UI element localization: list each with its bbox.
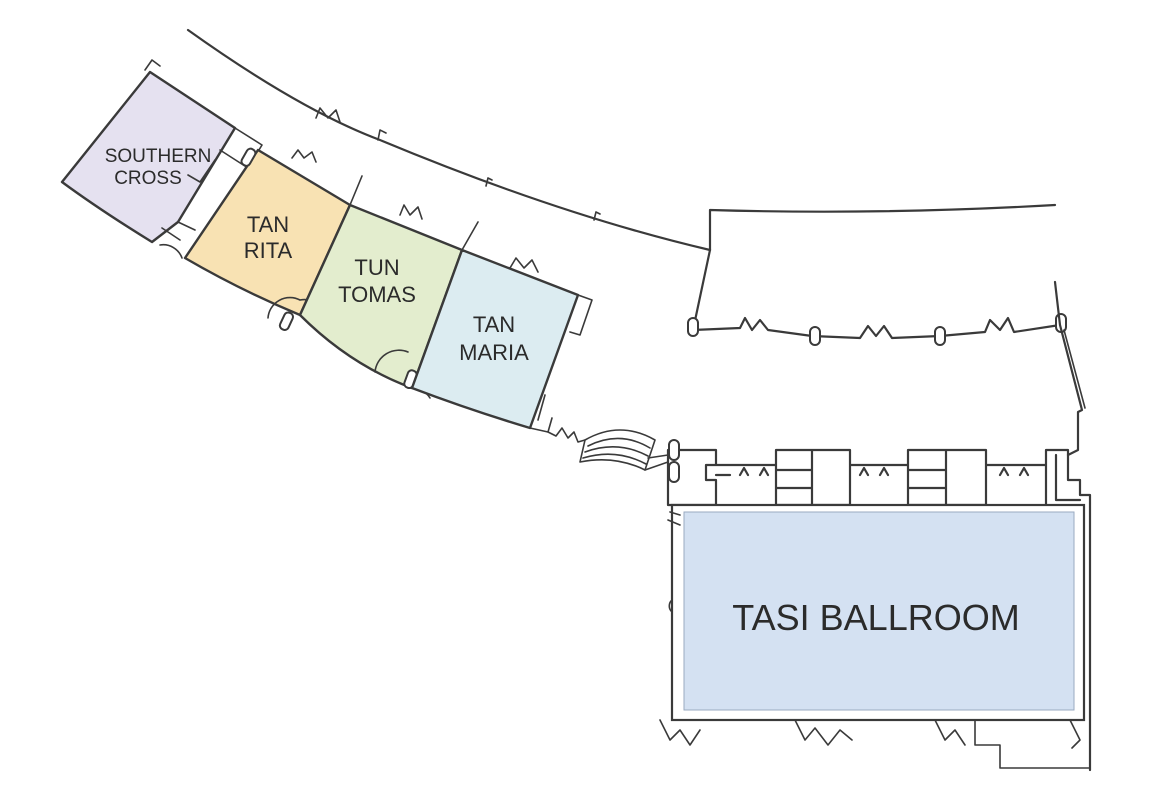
tun-tomas-doors xyxy=(349,175,431,399)
tan-maria-doors xyxy=(461,221,593,433)
service-pillar xyxy=(668,461,680,483)
ballroom-doors xyxy=(659,511,1091,769)
tan-maria-label-line2: MARIA xyxy=(459,340,529,365)
tan-rita-label-line2: RITA xyxy=(244,238,293,263)
tan-maria-label-line1: TAN xyxy=(473,312,515,337)
room-tasi-ballroom xyxy=(683,511,1075,711)
room-southern-cross xyxy=(60,70,237,244)
corridor-outer-wall xyxy=(186,28,712,252)
tan-rita-label-line1: TAN xyxy=(247,212,289,237)
tan-rita-pillar xyxy=(240,147,257,167)
upper-hall-lower-wall xyxy=(691,248,1062,340)
hall-pillar xyxy=(934,326,946,346)
upper-hall-right-wall xyxy=(1053,280,1084,457)
hall-pillar xyxy=(809,326,821,346)
connector-stairs xyxy=(579,429,656,471)
tun-tomas-label-line1: TUN xyxy=(354,255,399,280)
tasi-ballroom-label: TASI BALLROOM xyxy=(732,597,1019,638)
connector-walk xyxy=(644,454,669,471)
upper-hall-wall xyxy=(708,203,1057,252)
connector-door xyxy=(547,427,586,443)
southern-cross-door xyxy=(159,243,183,259)
tan-rita-pillar xyxy=(278,311,295,331)
southern-cross-label-line2: CROSS xyxy=(114,168,182,189)
tun-tomas-label-line2: TOMAS xyxy=(338,282,416,307)
service-pillar xyxy=(668,439,680,461)
southern-cross-label-line1: SOUTHERN xyxy=(105,146,212,167)
upper-hall-right-wall-inner xyxy=(1063,329,1086,409)
hall-pillar xyxy=(687,317,699,337)
corridor-door-bumps xyxy=(315,107,601,221)
